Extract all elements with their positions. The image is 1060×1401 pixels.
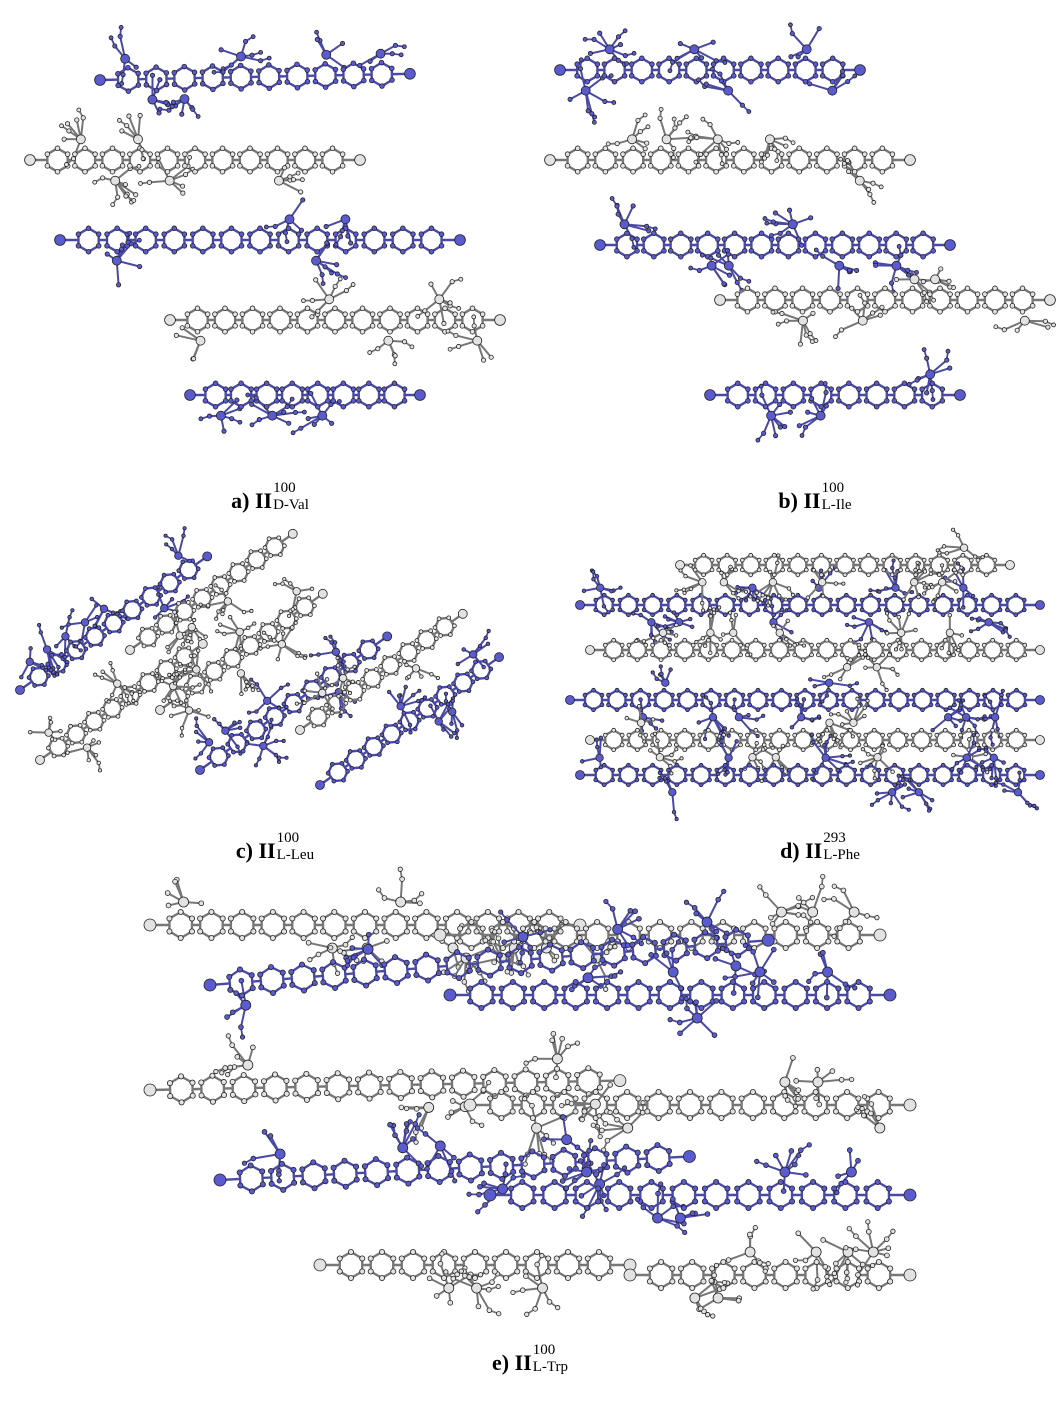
grey-molecule (125, 528, 298, 655)
grey-molecule (27, 638, 214, 773)
blue-molecule (94, 25, 416, 119)
blue-molecule (575, 558, 1045, 645)
molecular-structure-a (24, 25, 506, 436)
crystal-packing-panel-b (530, 0, 1060, 460)
blue-molecule (483, 1138, 917, 1236)
grey-molecule (585, 605, 1045, 692)
crystal-packing-panel-e (140, 866, 920, 1325)
grey-molecule (714, 266, 1056, 347)
grey-molecule (294, 608, 468, 735)
blue-molecule (203, 888, 775, 1040)
caption-letter: a) (231, 488, 250, 514)
molecular-structure-b (544, 22, 1056, 443)
molecular-structure-e (143, 866, 917, 1319)
caption-amino-acid: L-Ile (821, 497, 852, 513)
grey-molecule (585, 696, 1045, 783)
crystal-packing-panel-c (0, 526, 530, 810)
caption-compound: II (803, 488, 821, 514)
blue-molecule (565, 664, 1045, 747)
caption-temperature: 293 (823, 830, 846, 846)
caption-amino-acid: L-Trp (532, 1359, 568, 1375)
molecular-structure-d (565, 527, 1045, 822)
caption-compound: II (805, 838, 823, 864)
molecular-structure-c (15, 526, 504, 790)
grey-molecule (24, 107, 366, 208)
caption-amino-acid: D-Val (273, 497, 309, 513)
crystal-packing-panel-a (0, 0, 530, 460)
grey-molecule (674, 527, 1015, 613)
blue-molecule (443, 939, 897, 1038)
blue-molecule (554, 22, 866, 125)
blue-molecule (54, 197, 466, 288)
blue-molecule (184, 380, 426, 436)
caption-letter: b) (778, 488, 798, 514)
blue-molecule (575, 732, 1045, 822)
caption-letter: d) (780, 838, 800, 864)
blue-molecule (594, 196, 956, 295)
caption-temperature: 100 (532, 1342, 556, 1358)
blue-molecule (193, 631, 393, 775)
grey-molecule (164, 276, 506, 367)
crystal-packing-panel-d (560, 525, 1060, 822)
caption-compound: II (514, 1350, 532, 1376)
caption-compound: II (258, 838, 276, 864)
grey-molecule (623, 1219, 917, 1319)
caption-compound: II (254, 488, 273, 514)
caption-letter: e) (491, 1350, 510, 1376)
caption-temperature: 100 (273, 480, 296, 496)
blue-molecule (15, 526, 213, 695)
grey-molecule (155, 577, 328, 738)
caption-letter: c) (235, 838, 253, 864)
caption-amino-acid: L-Phe (823, 847, 860, 863)
caption-temperature: 100 (276, 830, 300, 846)
grey-molecule (143, 1030, 627, 1145)
blue-molecule (704, 347, 966, 443)
blue-molecule (315, 628, 504, 790)
grey-molecule (544, 106, 916, 205)
grey-molecule (433, 873, 887, 994)
caption-amino-acid: L-Leu (276, 847, 315, 863)
grey-molecule (313, 1248, 637, 1317)
caption-temperature: 100 (821, 480, 845, 496)
grey-molecule (463, 1055, 917, 1167)
